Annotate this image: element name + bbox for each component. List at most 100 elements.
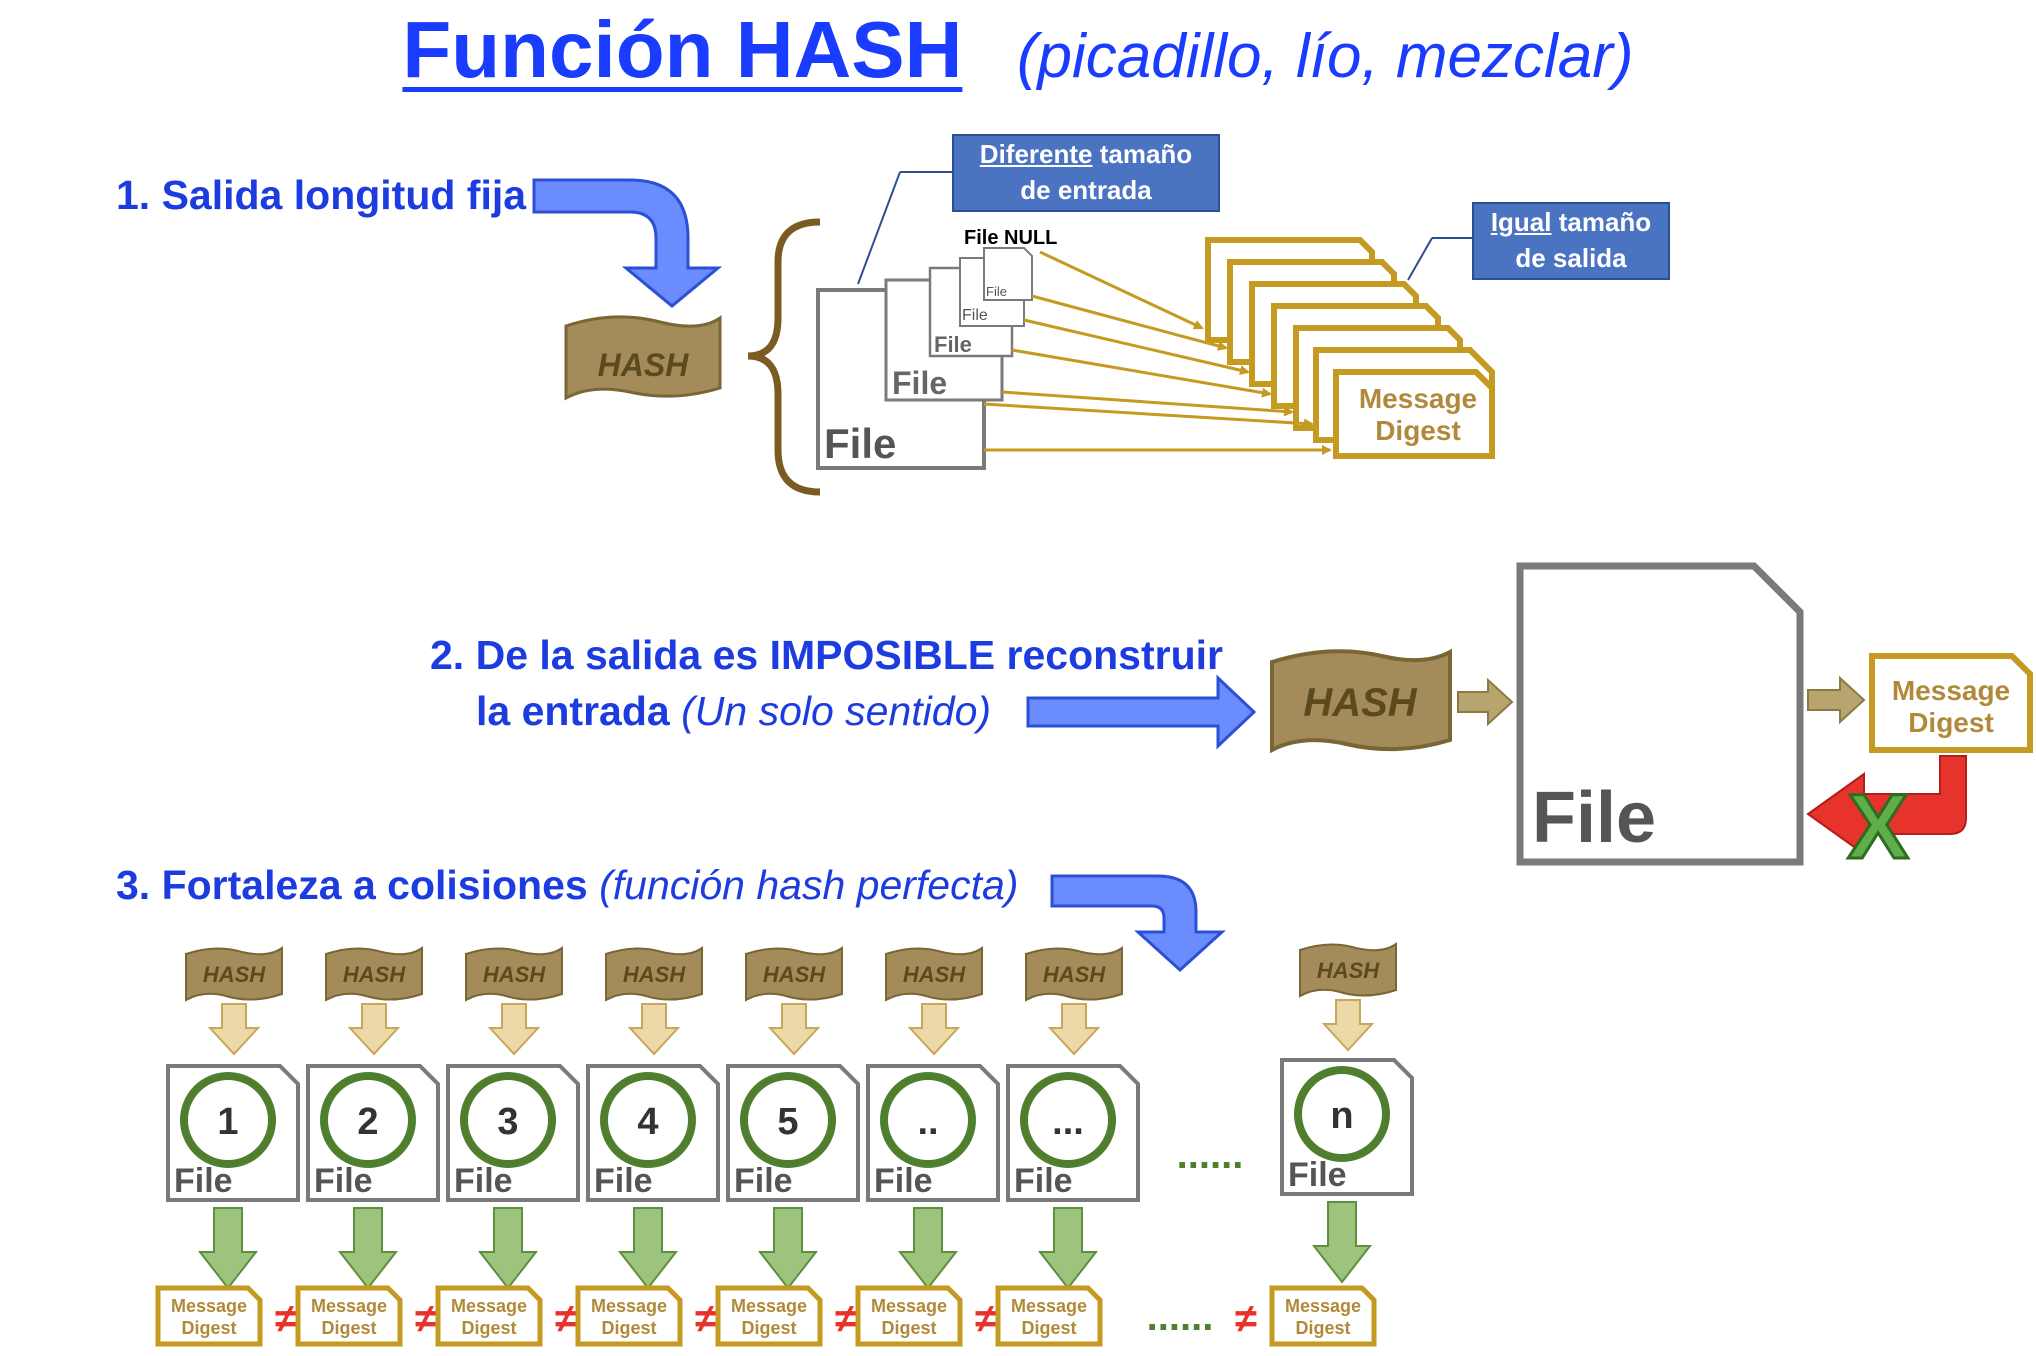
message-digest-box [995, 1285, 1103, 1347]
section2-heading-line1: 2. De la salida es IMPOSIBLE reconstruir [430, 632, 1223, 678]
hash-box [325, 946, 423, 1002]
hash-label: HASH [1043, 962, 1106, 987]
section1-file-stack: File File File File File [816, 247, 1033, 470]
file-label: File [1014, 1162, 1073, 1200]
section2-heading-line2: la entrada (Un solo sentido) [476, 688, 991, 735]
file-number: .. [917, 1101, 938, 1143]
message-digest-box [435, 1285, 543, 1347]
file-number: 4 [637, 1101, 658, 1143]
file-label: File [454, 1162, 513, 1200]
green-down-arrow-icon [337, 1207, 399, 1290]
file-label: File [734, 1162, 793, 1200]
green-down-arrow-icon [897, 1207, 959, 1290]
message-digest-box [855, 1285, 963, 1347]
section2-hash-box: HASH [1270, 648, 1452, 754]
file-number: 5 [777, 1101, 798, 1143]
digest-line2: Digest [1021, 1318, 1076, 1338]
section2-digest-line1: Message [1892, 675, 2010, 706]
section1-brace-icon [747, 218, 821, 496]
file-label-xl: File [824, 420, 896, 467]
message-digest-box [575, 1285, 683, 1347]
not-equal-sign: ≠ [415, 1297, 437, 1341]
section1-digest-stack: Message Digest [1205, 237, 1495, 459]
file-number-circle [1294, 1066, 1390, 1162]
file-number-circle [1020, 1072, 1116, 1168]
hash-label: HASH [623, 962, 686, 987]
not-equal-sign: ≠ [835, 1297, 857, 1341]
hash-box [605, 946, 703, 1002]
section3-heading-italic: (función hash perfecta) [599, 862, 1019, 908]
section2-tan-arrow-2-icon [1807, 675, 1866, 725]
digest-line1: Message [731, 1296, 807, 1316]
section1-hash-label: HASH [598, 347, 690, 383]
message-digest-box [1269, 1285, 1377, 1347]
file-number: 2 [357, 1101, 378, 1143]
not-equal-sign: ≠ [555, 1297, 577, 1341]
file-label-m: File [934, 332, 972, 357]
digest-line1: Message [591, 1296, 667, 1316]
hash-box [885, 946, 983, 1002]
hash-label: HASH [1317, 958, 1380, 983]
digest-line1: Message [451, 1296, 527, 1316]
file-label-xs: File [986, 284, 1007, 299]
section1-hash-box: HASH [564, 315, 722, 401]
hash-box [1025, 946, 1123, 1002]
callout-output-size: Igual tamaño de salida [1472, 202, 1670, 280]
file-label: File [314, 1162, 373, 1200]
tan-down-arrow-icon [207, 1003, 261, 1056]
file-null-label: File NULL [964, 227, 1057, 249]
section3-curved-arrow-icon [1050, 874, 1226, 973]
file-number: ... [1052, 1101, 1084, 1143]
file-number: 1 [217, 1101, 238, 1143]
digest-line2: Digest [601, 1318, 656, 1338]
file-number-circle [460, 1072, 556, 1168]
hash-label: HASH [483, 962, 546, 987]
message-digest-box [295, 1285, 403, 1347]
callout-input-rest2: de entrada [1020, 175, 1152, 205]
tan-down-arrow-icon [1047, 1003, 1101, 1056]
file-label: File [174, 1162, 233, 1200]
digest-line1: Message [311, 1296, 387, 1316]
not-equal-sign: ≠ [275, 1297, 297, 1341]
not-equal-sign: ≠ [695, 1297, 717, 1341]
section2-digest-line2: Digest [1908, 707, 1994, 738]
hash-label: HASH [343, 962, 406, 987]
callout-output-rest2: de salida [1515, 243, 1627, 273]
file-number-circle [880, 1072, 976, 1168]
file-label-s: File [962, 307, 988, 324]
section2-heading-bold: la entrada [476, 688, 670, 734]
not-equal-sign: ≠ [975, 1297, 997, 1341]
message-digest-box [715, 1285, 823, 1347]
digest-line2: Digest [741, 1318, 796, 1338]
digest-line1: Message [171, 1296, 247, 1316]
section1-curved-arrow-icon [532, 178, 723, 308]
section2-file-label: File [1532, 778, 1656, 858]
callout-input-size: Diferente tamaño de entrada [952, 134, 1220, 212]
tan-down-arrow-icon [1321, 999, 1375, 1052]
section2-digest: Message Digest [1869, 653, 2033, 753]
callout-input-underlined: Diferente [979, 139, 1093, 169]
file-label-l: File [892, 365, 947, 401]
hash-box [465, 946, 563, 1002]
green-down-arrow-icon [617, 1207, 679, 1290]
file-number: 3 [497, 1101, 518, 1143]
section2-hash-label: HASH [1303, 681, 1417, 725]
hash-box [1299, 942, 1397, 998]
digest-line1: Message [1285, 1296, 1361, 1316]
digest-line2: Digest [881, 1318, 936, 1338]
green-down-arrow-icon [477, 1207, 539, 1290]
green-down-arrow-icon [757, 1207, 819, 1290]
hash-label: HASH [763, 962, 826, 987]
file-number-circle [740, 1072, 836, 1168]
section3-heading: 3. Fortaleza a colisiones (función hash … [116, 862, 1018, 909]
file-label: File [1288, 1156, 1347, 1194]
title-main: Función HASH [402, 5, 963, 94]
digests-ellipsis: ...... [1147, 1295, 1214, 1339]
hash-label: HASH [203, 962, 266, 987]
section2-heading-italic: (Un solo sentido) [681, 688, 992, 734]
file-label: File [874, 1162, 933, 1200]
digest-line1: Message [1011, 1296, 1087, 1316]
green-down-arrow-icon [197, 1207, 259, 1290]
callout-output-underlined: Igual [1490, 207, 1552, 237]
